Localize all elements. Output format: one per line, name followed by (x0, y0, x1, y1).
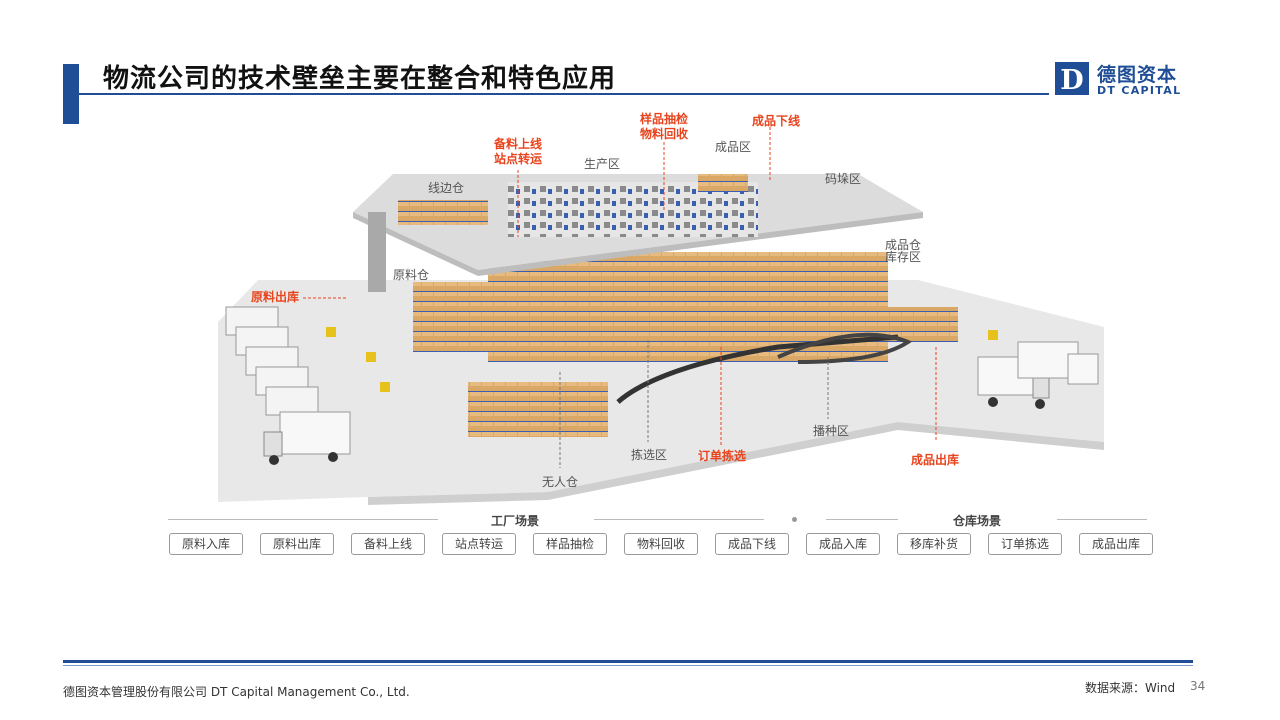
step-pill: 成品入库 (806, 533, 880, 555)
logo-mark: D (1055, 62, 1089, 96)
step-pill: 原料入库 (169, 533, 243, 555)
step-pill: 备料上线 (351, 533, 425, 555)
trucks-right (977, 341, 1099, 409)
title-underline (79, 93, 1049, 95)
callout-chengpinxiaxian: 成品下线 (752, 114, 801, 128)
warehouse-separator-left (826, 519, 898, 520)
footer-source: 数据来源：Wind (1085, 681, 1176, 695)
logistics-scene-illustration: 线边仓 生产区 成品区 码垛区 成品仓 库存区 原料仓 拣选区 播种区 无人仓 … (218, 112, 1104, 516)
factory-separator-right (594, 519, 764, 520)
step-pill: 移库补货 (897, 533, 971, 555)
footer-rule-thick (63, 660, 1193, 663)
scene-steps: 原料入库 原料出库 备料上线 站点转运 样品抽检 物料回收 成品下线 成品入库 … (169, 533, 1159, 555)
step-pill: 站点转运 (442, 533, 516, 555)
logo-letter: D (1060, 65, 1083, 95)
page-title: 物流公司的技术壁垒主要在整合和特色应用 (103, 64, 617, 94)
factory-separator-left (168, 519, 438, 520)
label-jianxuanqu: 拣选区 (631, 448, 668, 462)
step-pill: 物料回收 (624, 533, 698, 555)
label-chengpincang: 成品仓 (885, 238, 922, 252)
trucks-left (225, 306, 351, 465)
conveyor-belt (616, 334, 899, 404)
title-accent-bar (63, 64, 79, 124)
step-pill: 订单拣选 (988, 533, 1062, 555)
unmanned-racks (468, 382, 608, 437)
label-chengpinqu: 成品区 (715, 140, 752, 154)
callout-dingdanjianxuan: 订单拣选 (698, 449, 747, 463)
label-maduoqu: 码垛区 (825, 172, 862, 186)
label-bozhongqu: 播种区 (813, 424, 850, 438)
label-shengchanqu: 生产区 (584, 157, 621, 171)
label-xianbiancang: 线边仓 (428, 181, 465, 195)
footer-company: 德图资本管理股份有限公司 DT Capital Management Co., … (63, 685, 410, 699)
step-pill: 成品下线 (715, 533, 789, 555)
callout-chengpinchuku: 成品出库 (911, 453, 960, 467)
raw-material-racks (413, 282, 498, 352)
label-kucunqu: 库存区 (885, 250, 922, 264)
scene-drawing (218, 127, 1104, 505)
scene-divider-dot (792, 517, 797, 522)
callout-beiliao: 备料上线 站点转运 (494, 137, 543, 166)
elevator-column (368, 212, 386, 292)
logo-text-cn: 德图资本 (1097, 64, 1178, 86)
label-yuanliaocang: 原料仓 (393, 268, 430, 282)
callout-yuanliaochuku: 原料出库 (251, 290, 300, 304)
storage-racks (488, 252, 888, 362)
footer-rule-thin (63, 665, 1193, 666)
page-number: 34 (1190, 679, 1206, 693)
callout-yangpin: 样品抽检 物料回收 (640, 112, 689, 141)
warehouse-separator-right (1057, 519, 1147, 520)
warehouse-scene-header: 仓库场景 (953, 514, 1002, 528)
step-pill: 原料出库 (260, 533, 334, 555)
logo-text-en: DT CAPITAL (1097, 84, 1182, 97)
label-wurencang: 无人仓 (542, 475, 579, 489)
step-pill: 样品抽检 (533, 533, 607, 555)
factory-scene-header: 工厂场景 (491, 514, 540, 528)
step-pill: 成品出库 (1079, 533, 1153, 555)
